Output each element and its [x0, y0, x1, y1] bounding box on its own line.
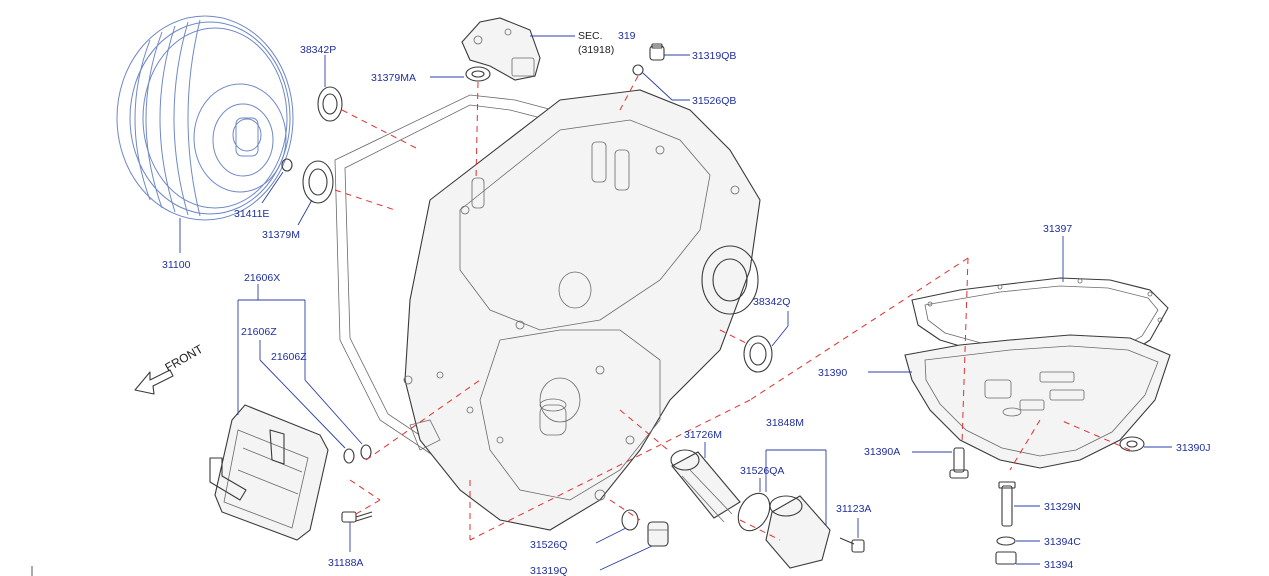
torque-converter: [116, 15, 294, 253]
label-front: FRONT: [163, 341, 206, 374]
washer-31394c: [996, 536, 1040, 546]
plug-31319q: [599, 521, 669, 571]
label-31379ma: 31379MA: [371, 72, 416, 84]
oil-filter-31726m: [670, 442, 741, 523]
label-31726m: 31726M: [684, 429, 722, 441]
sensor-sec-319: [461, 17, 575, 81]
oil-pan-gasket-31397: [911, 236, 1169, 361]
washer-31526qb: [632, 64, 690, 101]
label-31319qb: 31319QB: [692, 50, 736, 62]
washer-31390j: [1119, 436, 1172, 452]
label-31394: 31394: [1044, 559, 1073, 571]
label-31390j: 31390J: [1176, 442, 1210, 454]
plug-31319qb: [649, 43, 690, 61]
label-31329n: 31329N: [1044, 501, 1081, 513]
transaxle-case: [334, 89, 761, 531]
assembly-lines: [334, 75, 1131, 541]
seal-31379m: [297, 160, 334, 226]
label-21606z-1: 21606Z: [241, 326, 277, 338]
label-31319q: 31319Q: [530, 565, 567, 576]
drain-plug-31394: [995, 551, 1040, 565]
seal-38342p: [317, 55, 343, 122]
label-31848m: 31848M: [766, 417, 804, 429]
oil-cooler: [209, 284, 329, 541]
label-31379m: 31379M: [262, 229, 300, 241]
seal-38342q: [743, 311, 789, 373]
o-ring-31411e: [261, 158, 293, 204]
washer-31526q: [595, 509, 639, 544]
label-38342q: 38342Q: [753, 296, 790, 308]
seal-31379ma: [430, 66, 491, 82]
filter-cover-31848m: [765, 449, 831, 569]
label-31526qb: 31526QB: [692, 95, 736, 107]
label-sec-number: 319: [618, 30, 636, 42]
bolt-31123a: [839, 518, 865, 553]
label-31390: 31390: [818, 367, 847, 379]
label-31394c: 31394C: [1044, 536, 1081, 548]
label-sec-prefix: SEC.: [578, 30, 603, 42]
label-31390a: 31390A: [864, 446, 900, 458]
label-31188a: 31188A: [328, 557, 363, 569]
label-31397: 31397: [1043, 223, 1072, 235]
front-arrow-icon: [134, 369, 174, 395]
label-31526q: 31526Q: [530, 539, 567, 551]
label-31100: 31100: [162, 259, 191, 271]
label-sec-sub: (31918): [578, 44, 614, 56]
label-31411e: 31411E: [234, 208, 269, 220]
stud-31329n: [998, 481, 1040, 527]
label-31123a: 31123A: [836, 503, 871, 515]
label-21606x: 21606X: [244, 272, 280, 284]
bolt-31188a: [341, 511, 373, 552]
o-ring-31526qa: [737, 478, 771, 532]
o-rings-21606z: [259, 300, 372, 464]
label-31526qa: 31526QA: [740, 465, 784, 477]
oil-pan-31390: [868, 334, 1171, 469]
label-21606z-2: 21606Z: [271, 351, 307, 363]
bolt-31390a: [912, 447, 969, 479]
label-38342p: 38342P: [300, 44, 336, 56]
